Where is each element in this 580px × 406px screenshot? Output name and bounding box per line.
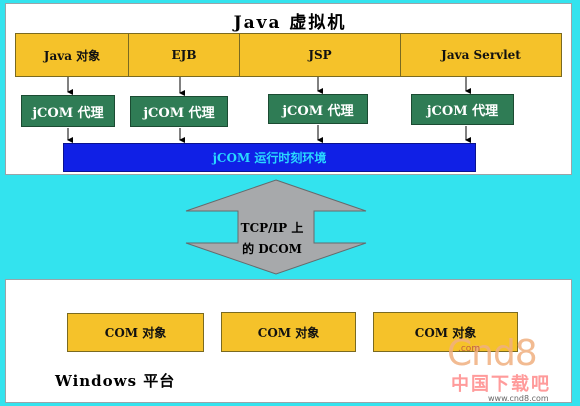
dcom-line-1: TCP/IP 上: [240, 221, 304, 235]
component-row: Java 对象 EJB JSP Java Servlet: [15, 33, 562, 77]
proxy-box: jCOM 代理: [130, 96, 228, 127]
com-object-box: COM 对象: [373, 312, 518, 352]
com-object-box: COM 对象: [67, 313, 204, 352]
proxy-box: jCOM 代理: [411, 94, 514, 125]
com-object-box: COM 对象: [221, 312, 356, 352]
watermark-dotcom: .com: [458, 344, 481, 354]
jcom-runtime-bar: jCOM 运行时刻环境: [63, 143, 476, 172]
dcom-link-label: TCP/IP 上 的 DCOM: [232, 218, 312, 260]
proxy-box: jCOM 代理: [21, 95, 115, 127]
windows-platform-label: Windows 平台: [55, 372, 176, 390]
double-arrow-shape: [185, 179, 367, 275]
component-java-object: Java 对象: [16, 34, 129, 76]
component-java-servlet: Java Servlet: [401, 34, 561, 76]
proxy-box: jCOM 代理: [268, 94, 368, 124]
component-jsp: JSP: [240, 34, 401, 76]
dcom-line-2: 的 DCOM: [242, 242, 302, 256]
watermark-cn-text: 中国下载吧: [451, 374, 551, 395]
component-ejb: EJB: [129, 34, 240, 76]
watermark-logo: Cnd8: [447, 333, 538, 374]
watermark-url: www.cnd8.com: [488, 394, 549, 403]
jvm-title: Java 虚拟机: [233, 13, 347, 33]
